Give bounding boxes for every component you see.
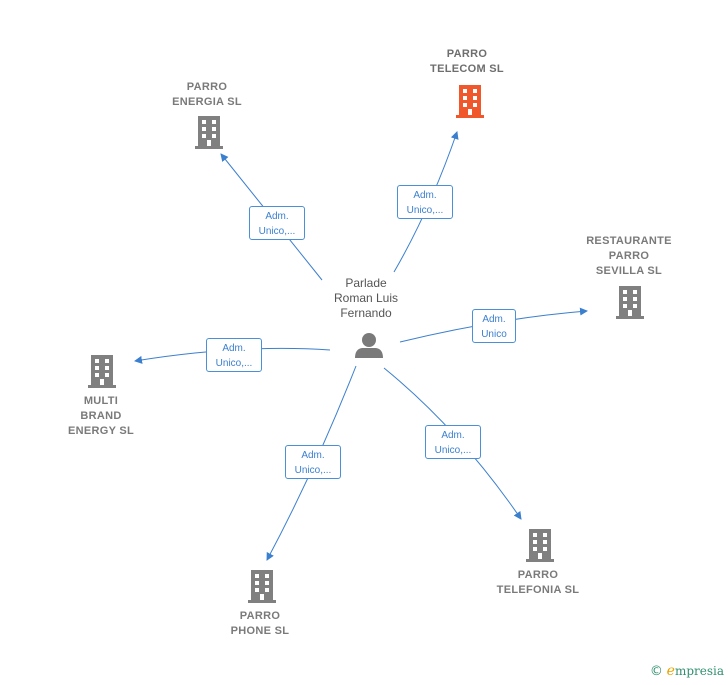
edge-role-energia[interactable]: Adm. Unico,...: [249, 206, 305, 240]
brand-initial: e: [666, 663, 675, 679]
company-label-telefonia[interactable]: PARRO TELEFONIA SL: [496, 569, 580, 596]
building-shape: [456, 85, 484, 118]
company-label-telecom[interactable]: PARRO TELECOM SL: [430, 48, 504, 75]
company-label-energia[interactable]: PARRO ENERGIA SL: [172, 81, 242, 108]
building-shape: [88, 355, 116, 388]
edge-role-telefonia[interactable]: Adm. Unico,...: [425, 425, 481, 459]
company-label-phone[interactable]: PARRO PHONE SL: [230, 610, 290, 637]
building-shape: [195, 116, 223, 149]
edge-role-phone[interactable]: Adm. Unico,...: [285, 445, 341, 479]
person-icon: [355, 333, 383, 358]
building-shape: [616, 286, 644, 319]
building-icon-phone[interactable]: [246, 568, 278, 609]
company-label-multibrand[interactable]: MULTI BRAND ENERGY SL: [67, 395, 135, 437]
edge-role-multibrand[interactable]: Adm. Unico,...: [206, 338, 262, 372]
brand-name: mpresia: [674, 664, 724, 678]
building-icon-telecom[interactable]: [454, 83, 486, 124]
edge-role-telecom[interactable]: Adm. Unico,...: [397, 185, 453, 219]
company-label-restaurante[interactable]: RESTAURANTE PARRO SEVILLA SL: [586, 235, 672, 277]
person-name-label[interactable]: Parlade Roman Luis Fernando: [333, 276, 399, 320]
building-shape: [248, 570, 276, 603]
building-icon-energia[interactable]: [193, 114, 225, 155]
building-icon-restaurante[interactable]: [614, 284, 646, 325]
building-shape: [526, 529, 554, 562]
building-icon-multibrand[interactable]: [86, 353, 118, 394]
empresia-logo: © empresia: [650, 663, 724, 679]
building-icon-telefonia[interactable]: [524, 527, 556, 568]
edge-role-restaurante[interactable]: Adm. Unico: [472, 309, 516, 343]
copyright-symbol: ©: [649, 664, 663, 679]
